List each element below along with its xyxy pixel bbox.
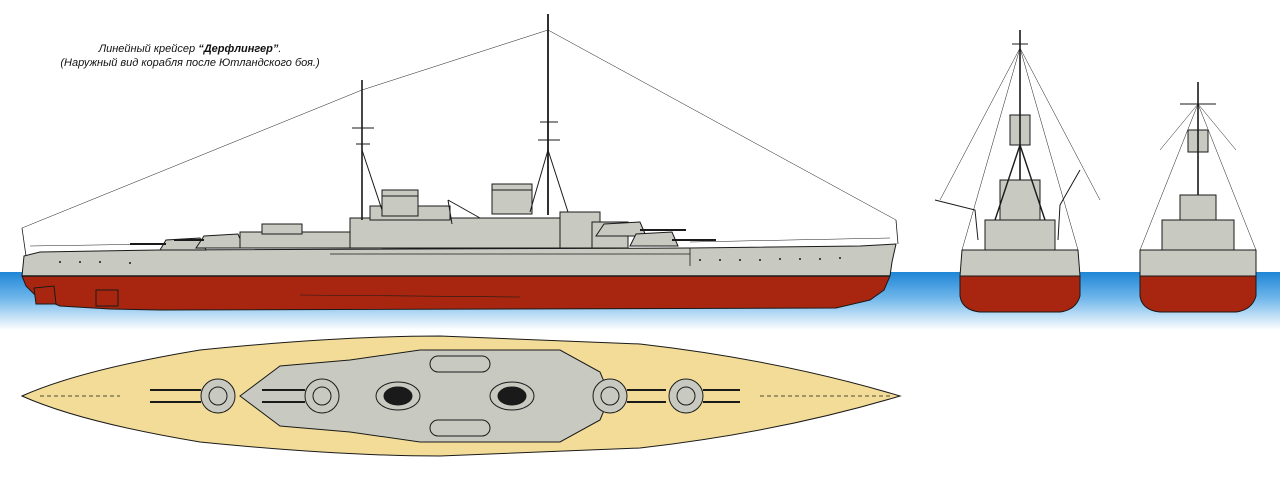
portholes [59,257,841,264]
caption-line-1: Линейный крейсер “Дерфлингер”. [40,42,340,56]
side-profile [21,14,899,311]
bow-hull-topside [959,249,1081,277]
caption-ship-type: Линейный крейсер [98,43,199,55]
deck-turret-aft-1 [150,378,236,414]
deck-plan [20,335,902,457]
deck-turret-aft-2 [262,378,340,414]
caption-ship-name: “Дерфлингер” [198,43,279,55]
turret-fore-2 [629,231,679,247]
stern-hull-underwater [1139,275,1257,313]
deck-turret-fore-2 [668,378,740,414]
propeller-mid [95,289,119,307]
bow-hull-underwater [959,275,1081,313]
stern-view [1139,82,1257,313]
drawing-caption: Линейный крейсер “Дерфлингер”. (Наружный… [40,42,340,70]
funnel-aft [381,189,419,217]
propeller-aft [33,285,57,305]
caption-punctuation: . [278,43,282,55]
bow-view [934,30,1101,313]
turret-fore-1 [595,221,647,237]
hull-underwater [21,275,891,311]
funnel-fore [491,183,533,215]
caption-line-2: (Наружный вид корабля после Ютландского … [60,57,320,69]
deck-turret-fore-1 [592,378,666,414]
stern-hull-topside [1139,249,1257,277]
hull-topside [21,243,897,277]
